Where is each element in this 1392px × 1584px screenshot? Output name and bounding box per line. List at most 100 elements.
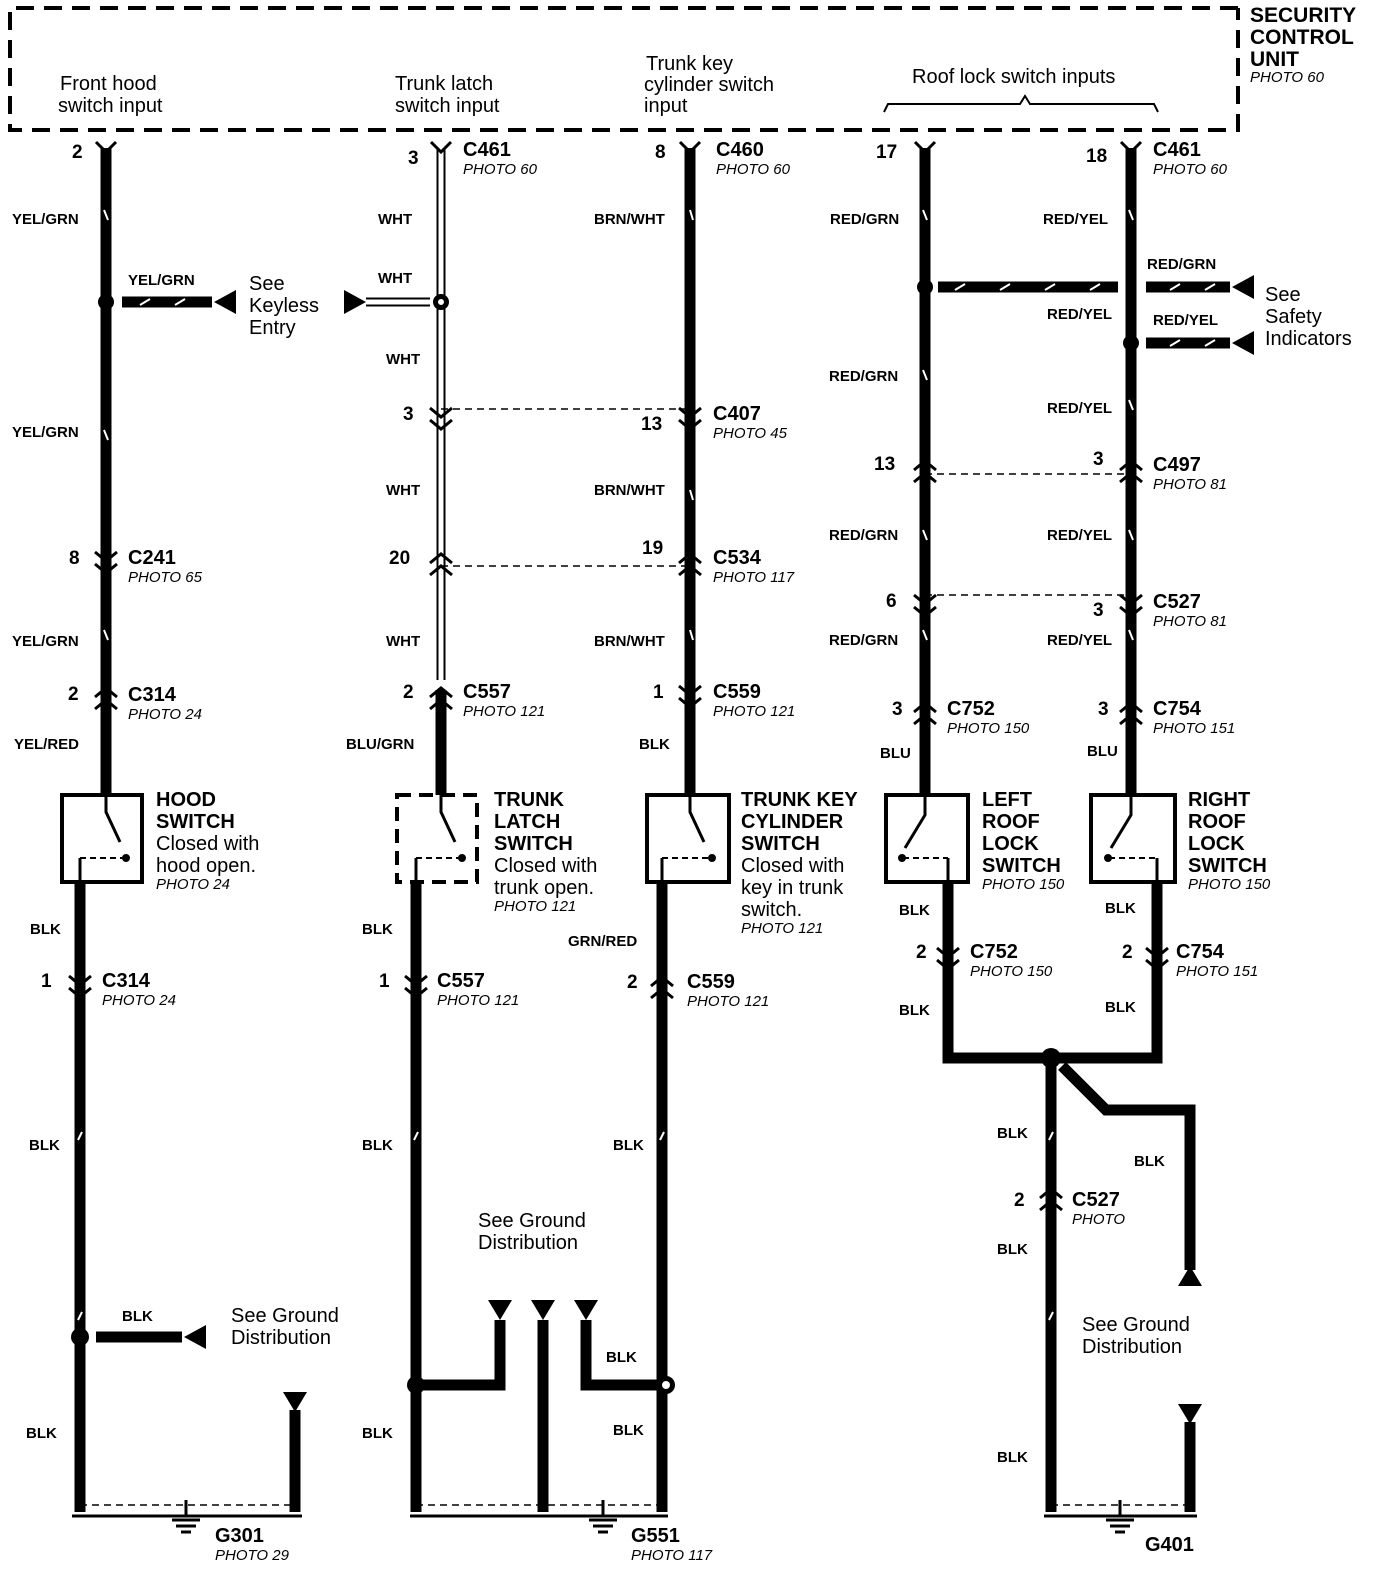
connector-name: C314: [102, 970, 151, 992]
wire-label: BLU/GRN: [346, 736, 414, 753]
pin-label: 1: [41, 971, 52, 992]
ground-symbol-icon: [172, 1500, 1134, 1534]
ref-keyless-3: Entry: [249, 317, 296, 339]
pin-label: 13: [874, 454, 895, 475]
input-label-latch-1: Trunk latch: [395, 73, 493, 95]
wire-label: BRN/WHT: [594, 633, 665, 650]
wire-label: BLK: [899, 902, 930, 919]
wire-label: WHT: [386, 633, 420, 650]
connector-photo: PHOTO 151: [1176, 963, 1258, 980]
ground-name: G401: [1145, 1534, 1194, 1556]
connector-name: C534: [713, 547, 762, 569]
pin-label: 1: [653, 682, 664, 703]
unit-title-line2: CONTROL: [1250, 26, 1354, 49]
ref-safety-3: Indicators: [1265, 328, 1352, 350]
wire-label: RED/YEL: [1043, 211, 1108, 228]
pin-label: 13: [641, 414, 662, 435]
wire-label: BLK: [362, 921, 393, 938]
left-roof-title-4: SWITCH: [982, 855, 1061, 877]
connector-name: C314: [128, 684, 177, 706]
connector-name: C497: [1153, 454, 1201, 476]
right-roof-photo: PHOTO 150: [1188, 876, 1271, 893]
connector-photo: PHOTO 117: [713, 569, 795, 586]
hood-switch-photo: PHOTO 24: [156, 876, 230, 893]
ref-ground-2: Distribution: [478, 1232, 578, 1254]
wire-label: RED/GRN: [829, 368, 898, 385]
security-control-unit: SECURITY CONTROL UNIT PHOTO 60 Front hoo…: [8, 4, 1356, 132]
unit-title-line1: SECURITY: [1250, 4, 1356, 27]
wire-label: YEL/RED: [14, 736, 79, 753]
pin-label: 8: [69, 548, 80, 569]
connector-photo: PHOTO 24: [102, 992, 176, 1009]
pin-label: 3: [1098, 699, 1109, 720]
wire-label: BRN/WHT: [594, 482, 665, 499]
connector-name: C527: [1153, 591, 1201, 613]
connector-photo: PHOTO 151: [1153, 720, 1235, 737]
latch-switch-desc-1: Closed with: [494, 855, 597, 877]
wire-label: BLK: [1134, 1153, 1165, 1170]
connector-name: C557: [463, 681, 511, 703]
pin-label: 1: [379, 971, 390, 992]
hood-switch: [60, 793, 144, 884]
connector-photo: PHOTO 150: [947, 720, 1030, 737]
pin-label: 2: [916, 942, 927, 963]
connector-photo: PHOTO 81: [1153, 613, 1227, 630]
connector-photo: PHOTO 121: [463, 703, 545, 720]
connector-photo: PHOTO 121: [687, 993, 769, 1010]
connector-name: C754: [1153, 698, 1202, 720]
connector-name: C527: [1072, 1189, 1120, 1211]
wire-label: BLK: [997, 1449, 1028, 1466]
wire-label: BLU: [880, 745, 911, 762]
ground-labels: G301 PHOTO 29 G551 PHOTO 117 G401: [215, 1525, 1194, 1564]
pin-label: 3: [892, 699, 903, 720]
wire-label: BLK: [1105, 900, 1136, 917]
connector-labels: C461 PHOTO 60 C460 PHOTO 60 C461 PHOTO 6…: [102, 139, 1258, 1228]
key-switch-photo: PHOTO 121: [741, 920, 823, 937]
latch-switch-title-2: LATCH: [494, 811, 560, 833]
wire-label: RED/YEL: [1153, 312, 1218, 329]
roof-inputs-bracket: [883, 94, 1159, 113]
left-roof-title-3: LOCK: [982, 833, 1039, 855]
key-switch-desc-1: Closed with: [741, 855, 844, 877]
reference-notes: See Keyless Entry See Safety Indicators …: [231, 273, 1352, 1358]
connector-name: C241: [128, 547, 176, 569]
left-roof-photo: PHOTO 150: [982, 876, 1065, 893]
connector-photo: PHOTO 45: [713, 425, 788, 442]
wire-label: BLK: [29, 1137, 60, 1154]
wire-label: RED/GRN: [1147, 256, 1216, 273]
pin-label: 17: [876, 142, 897, 163]
wire-label: BLU: [1087, 743, 1118, 760]
wire-label: BLK: [26, 1425, 57, 1442]
input-label-latch-2: switch input: [395, 95, 500, 117]
connector-name: C557: [437, 970, 485, 992]
ground-name: G301: [215, 1525, 264, 1547]
hood-switch-desc-1: Closed with: [156, 833, 259, 855]
switch-labels: HOOD SWITCH Closed with hood open. PHOTO…: [156, 789, 1271, 937]
pin-label: 2: [627, 972, 638, 993]
wire-latch-ground-branch: [416, 1320, 506, 1391]
connector-name: C407: [713, 403, 761, 425]
connector-photo: PHOTO 60: [716, 161, 791, 178]
right-roof-title-4: SWITCH: [1188, 855, 1267, 877]
wire-label: YEL/GRN: [12, 211, 79, 228]
wire-label: BLK: [613, 1422, 644, 1439]
connector-photo: PHOTO 24: [128, 706, 202, 723]
input-label-hood-2: switch input: [58, 95, 163, 117]
wire-label: GRN/RED: [568, 933, 637, 950]
wire-label: YEL/GRN: [12, 633, 79, 650]
input-label-key-2: cylinder switch: [644, 74, 774, 96]
pin-label: 3: [1093, 600, 1104, 621]
right-roof-title-3: LOCK: [1188, 833, 1245, 855]
unit-title-line3: UNIT: [1250, 48, 1299, 71]
input-label-roof: Roof lock switch inputs: [912, 66, 1115, 88]
wire-label: RED/GRN: [830, 211, 899, 228]
hood-switch-title-1: HOOD: [156, 789, 216, 811]
ref-ground-1: See Ground: [478, 1210, 586, 1232]
hood-switch-title-2: SWITCH: [156, 811, 235, 833]
wire-label: BLK: [1105, 999, 1136, 1016]
wire-label: BLK: [362, 1137, 393, 1154]
unit-photo: PHOTO 60: [1250, 69, 1325, 86]
wire-label: RED/YEL: [1047, 527, 1112, 544]
connector-photo: PHOTO 150: [970, 963, 1053, 980]
